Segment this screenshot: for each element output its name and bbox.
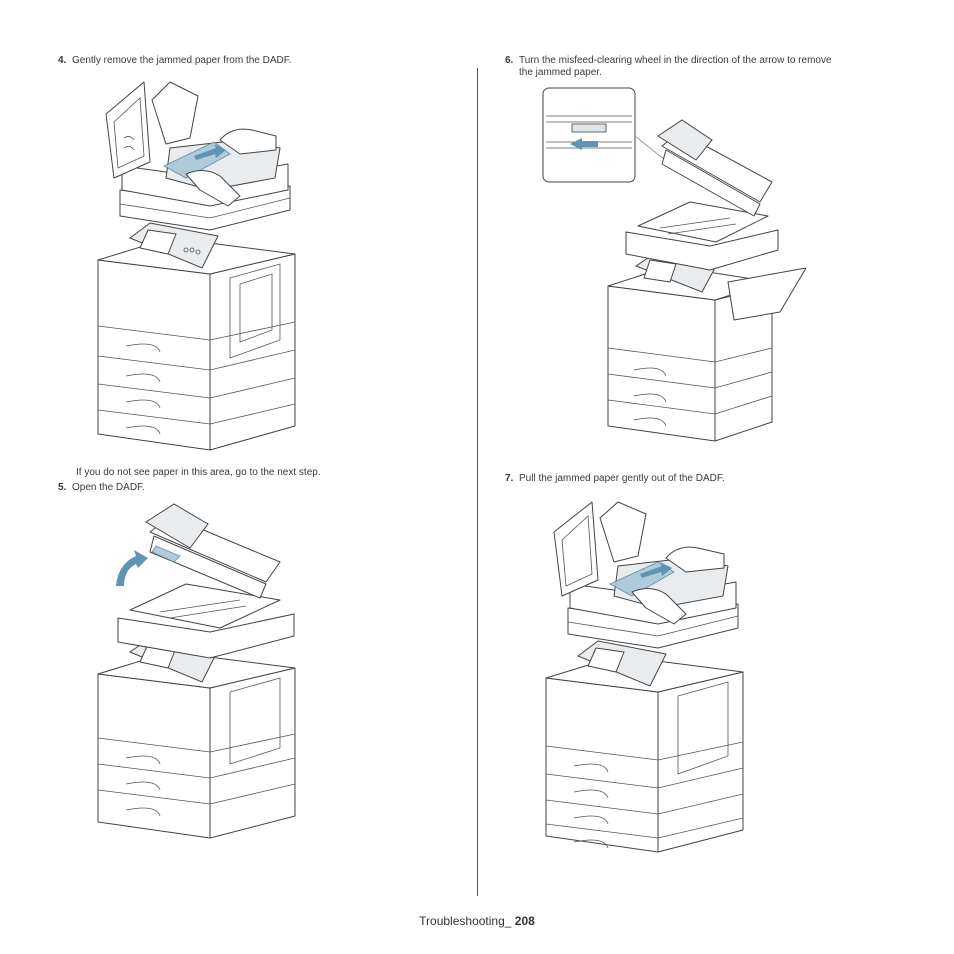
illustration-open-dadf	[97, 503, 296, 839]
step-6: 6. Turn the misfeed-clearing wheel in the…	[505, 55, 832, 79]
step-7: 7. Pull the jammed paper gently out of th…	[505, 473, 725, 485]
step-6-text-line-1: Turn the misfeed-clearing wheel in the d…	[519, 55, 832, 66]
step-6-number: 6.	[505, 55, 514, 66]
note-next-step: If you do not see paper in this area, go…	[76, 467, 321, 478]
step-5-number: 5.	[58, 482, 67, 493]
step-6-text-line-2: the jammed paper.	[519, 67, 602, 78]
page-number: 208	[514, 914, 535, 928]
step-4-text: Gently remove the jammed paper from the …	[72, 55, 292, 66]
illustration-misfeed-clearing-wheel	[542, 87, 807, 442]
column-divider	[477, 68, 478, 896]
step-7-number: 7.	[505, 473, 514, 484]
step-4: 4. Gently remove the jammed paper from th…	[58, 55, 292, 67]
illustration-remove-jammed-paper-dadf	[97, 81, 296, 451]
step-4-number: 4.	[58, 55, 67, 66]
page-footer: Troubleshooting_ 208	[0, 914, 954, 928]
step-5-text: Open the DADF.	[72, 482, 145, 493]
step-5: 5. Open the DADF.	[58, 482, 145, 494]
footer-section-title: Troubleshooting_	[419, 914, 512, 928]
illustration-pull-jammed-paper	[545, 501, 744, 853]
step-7-text: Pull the jammed paper gently out of the …	[519, 473, 725, 484]
